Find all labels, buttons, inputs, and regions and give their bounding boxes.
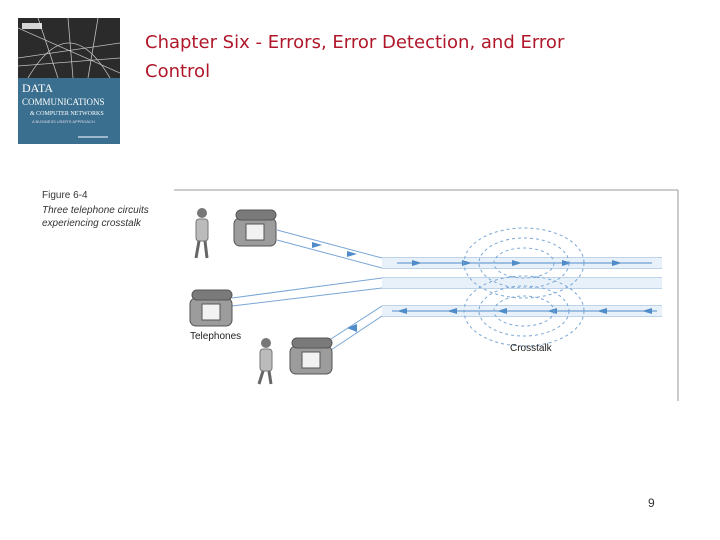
crosstalk-label: Crosstalk	[510, 343, 552, 354]
book-subtitle: A BUSINESS USER'S APPROACH	[32, 119, 95, 124]
circuit-2	[231, 277, 662, 307]
book-title-2: COMMUNICATIONS	[22, 97, 105, 107]
figure-number: Figure 6-4	[42, 190, 88, 201]
book-title-3: & COMPUTER NETWORKS	[30, 111, 104, 117]
telephones-label: Telephones	[190, 331, 242, 342]
book-cover-image: DATA COMMUNICATIONS & COMPUTER NETWORKS …	[18, 18, 120, 144]
crosstalk-figure: Telephones Crosstalk	[172, 188, 680, 403]
figure-caption: Three telephone circuits experiencing cr…	[42, 205, 149, 229]
telephone-3-icon	[289, 337, 333, 375]
page-number: 9	[648, 496, 655, 510]
person-2-icon	[257, 338, 273, 385]
telephone-1-icon	[233, 209, 277, 247]
person-1-icon	[194, 208, 209, 259]
crosstalk-rings	[463, 227, 585, 347]
slide-title: Chapter Six - Errors, Error Detection, a…	[145, 32, 565, 82]
crosstalk-diagram	[174, 189, 679, 401]
circuit-3	[316, 305, 662, 357]
book-cover-art: DATA COMMUNICATIONS & COMPUTER NETWORKS …	[18, 18, 120, 144]
book-title-1: DATA	[22, 81, 53, 95]
telephone-2-icon	[189, 289, 233, 327]
